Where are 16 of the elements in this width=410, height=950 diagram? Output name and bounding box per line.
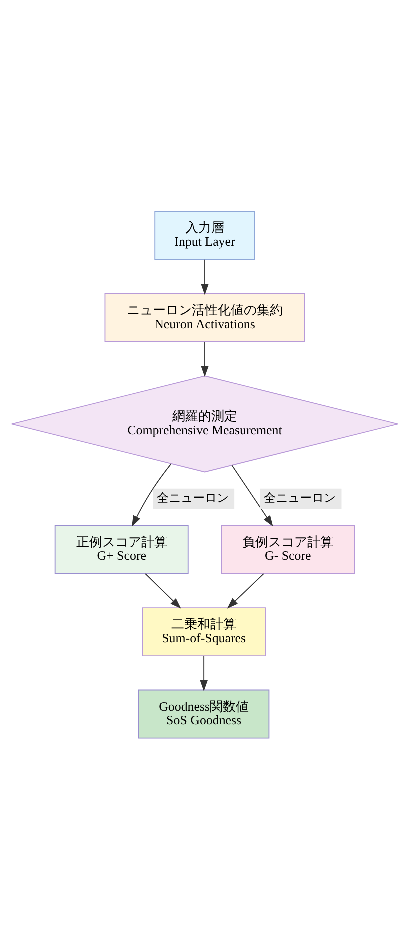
node-box: ニューロン活性化値の集約 Neuron Activations: [104, 293, 306, 342]
arrow: [132, 464, 172, 528]
arrow: [232, 465, 274, 527]
node-diamond: 網羅的測定 Comprehensive Measurement: [11, 376, 399, 473]
arrow: [201, 342, 209, 378]
arrow: [145, 574, 182, 609]
edge-label: 全ニューロン: [264, 491, 336, 506]
edge-label: 全ニューロン: [156, 491, 229, 506]
arrow: [201, 259, 209, 296]
arrow: [227, 574, 264, 609]
node-box: 入力層 Input Layer: [154, 211, 256, 260]
node-box: 正例スコア計算 G+ Score: [54, 525, 189, 574]
node-box: Goodness関数値 SoS Goodness: [138, 690, 270, 739]
node-box: 二乗和計算 Sum-of-Squares: [142, 608, 266, 657]
node-box: 負例スコア計算 G- Score: [221, 525, 356, 574]
arrow: [200, 656, 208, 692]
